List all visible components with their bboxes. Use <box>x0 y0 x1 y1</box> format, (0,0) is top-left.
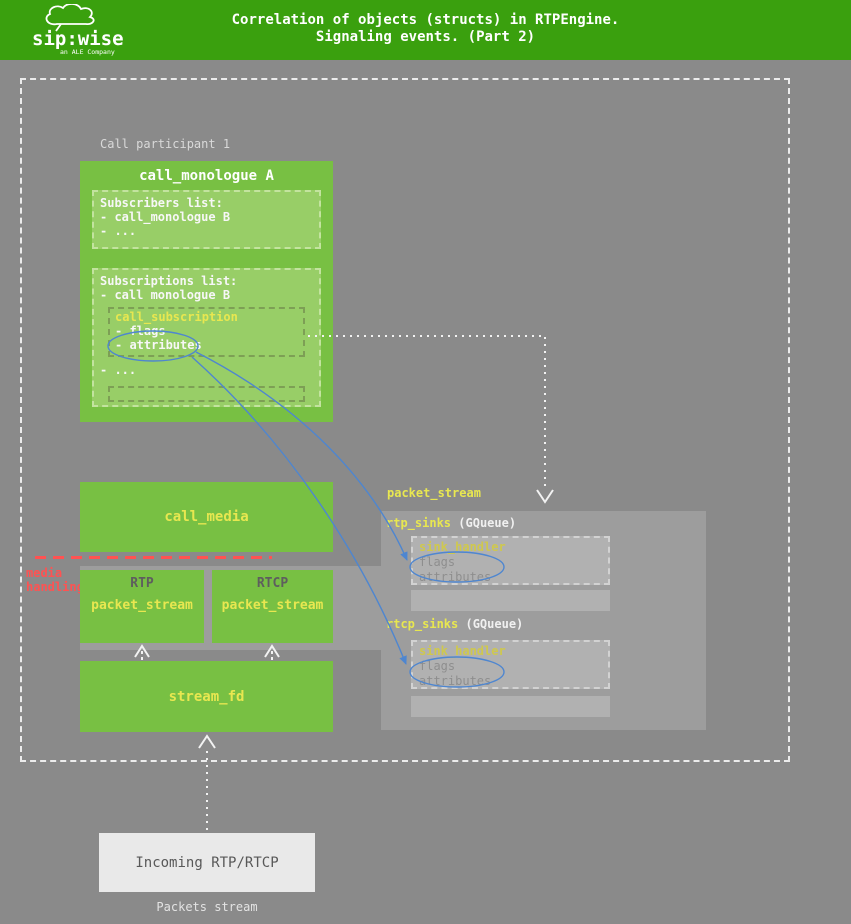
subscriptions-list-item: - call monologue B <box>100 288 231 302</box>
logo-subtext: an ALE Company <box>60 48 115 56</box>
stream-fd-label: stream_fd <box>168 688 245 705</box>
rtcp-sinks-label: rtcp_sinks (GQueue) <box>386 617 523 631</box>
stream-fd-box: stream_fd <box>80 661 333 732</box>
call-media-box: call_media <box>80 482 333 552</box>
page-title: Correlation of objects (structs) in RTPE… <box>0 12 851 46</box>
subscribers-list-item: - ... <box>100 224 137 238</box>
media-handling-line1: media <box>26 566 63 580</box>
rtcp-sink-empty-slot <box>411 696 610 717</box>
sink-handler-title: sink_handler <box>419 540 506 554</box>
rtp-sink-empty-slot <box>411 590 610 611</box>
rtp-packet-stream-label: packet_stream <box>91 598 193 613</box>
sipwise-logo: sip:wise an ALE Company <box>32 4 124 56</box>
packet-stream-panel: rtp_sinks (GQueue) sink_handler flags at… <box>381 511 706 730</box>
rtcp-type-label: RTCP <box>256 576 289 591</box>
subscription-empty-slot <box>108 386 305 402</box>
rtcp-sinks-name: rtcp_sinks <box>386 617 459 631</box>
sink-handler-title: sink_handler <box>419 644 506 658</box>
logo-cloud-tail <box>55 23 62 32</box>
packet-stream-panel-title: packet_stream <box>387 486 481 500</box>
rtcp-packet-stream-label: packet_stream <box>221 598 324 613</box>
rtp-sinks-name: rtp_sinks <box>386 516 452 530</box>
call-subscription-flags: - flags <box>115 324 166 338</box>
page-title-line2: Signaling events. (Part 2) <box>315 29 536 45</box>
call-boundary-frame <box>20 78 790 762</box>
call-monologue-box: call_monologue A Subscribers list: - cal… <box>80 161 333 422</box>
subscribers-list-box: Subscribers list: - call_monologue B - .… <box>92 190 321 249</box>
media-handling-line2: handling <box>26 580 84 594</box>
call-media-label: call_media <box>164 509 249 525</box>
rtcp-packet-stream-box: RTCP packet_stream <box>212 570 333 643</box>
sink-handler-flags: flags <box>419 555 456 569</box>
page-title-line1: Correlation of objects (structs) in RTPE… <box>231 12 620 28</box>
call-subscription-attributes: - attributes <box>115 338 202 352</box>
rtp-type-label: RTP <box>130 576 154 591</box>
rtcp-sink-handler-box: sink_handler flags attributes <box>411 640 610 689</box>
rtp-sink-handler-box: sink_handler flags attributes <box>411 536 610 585</box>
subscriptions-more-item: - ... <box>100 363 137 377</box>
logo-text: sip:wise <box>32 28 124 50</box>
subscribers-list-item: - call_monologue B <box>100 210 231 224</box>
header-bar: sip:wise an ALE Company Correlation of o… <box>0 0 851 60</box>
incoming-rtp-box: Incoming RTP/RTCP <box>99 833 315 892</box>
rtp-sinks-type: (GQueue) <box>458 516 517 530</box>
packets-stream-label: Packets stream <box>156 900 258 914</box>
sink-handler-flags: flags <box>419 659 456 673</box>
subscriptions-list-box: Subscriptions list: - call monologue B c… <box>92 268 321 407</box>
rtp-packet-stream-box: RTP packet_stream <box>80 570 204 643</box>
rtp-sinks-label: rtp_sinks (GQueue) <box>386 516 516 530</box>
media-handling-divider <box>35 556 272 559</box>
logo-cloud-icon <box>45 4 95 26</box>
subscriptions-list-title: Subscriptions list: <box>100 274 238 288</box>
sink-handler-attributes: attributes <box>419 674 492 688</box>
incoming-rtp-label: Incoming RTP/RTCP <box>135 854 279 871</box>
subscribers-list-title: Subscribers list: <box>100 196 223 210</box>
rtcp-sinks-type: (GQueue) <box>465 617 524 631</box>
participant-label: Call participant 1 <box>100 137 231 151</box>
call-subscription-box: call_subscription - flags - attributes <box>108 307 305 357</box>
sink-handler-attributes: attributes <box>419 570 492 584</box>
call-monologue-title: call_monologue A <box>139 168 274 184</box>
call-subscription-title: call_subscription <box>115 310 238 324</box>
media-handling-label: media handling <box>26 566 84 594</box>
